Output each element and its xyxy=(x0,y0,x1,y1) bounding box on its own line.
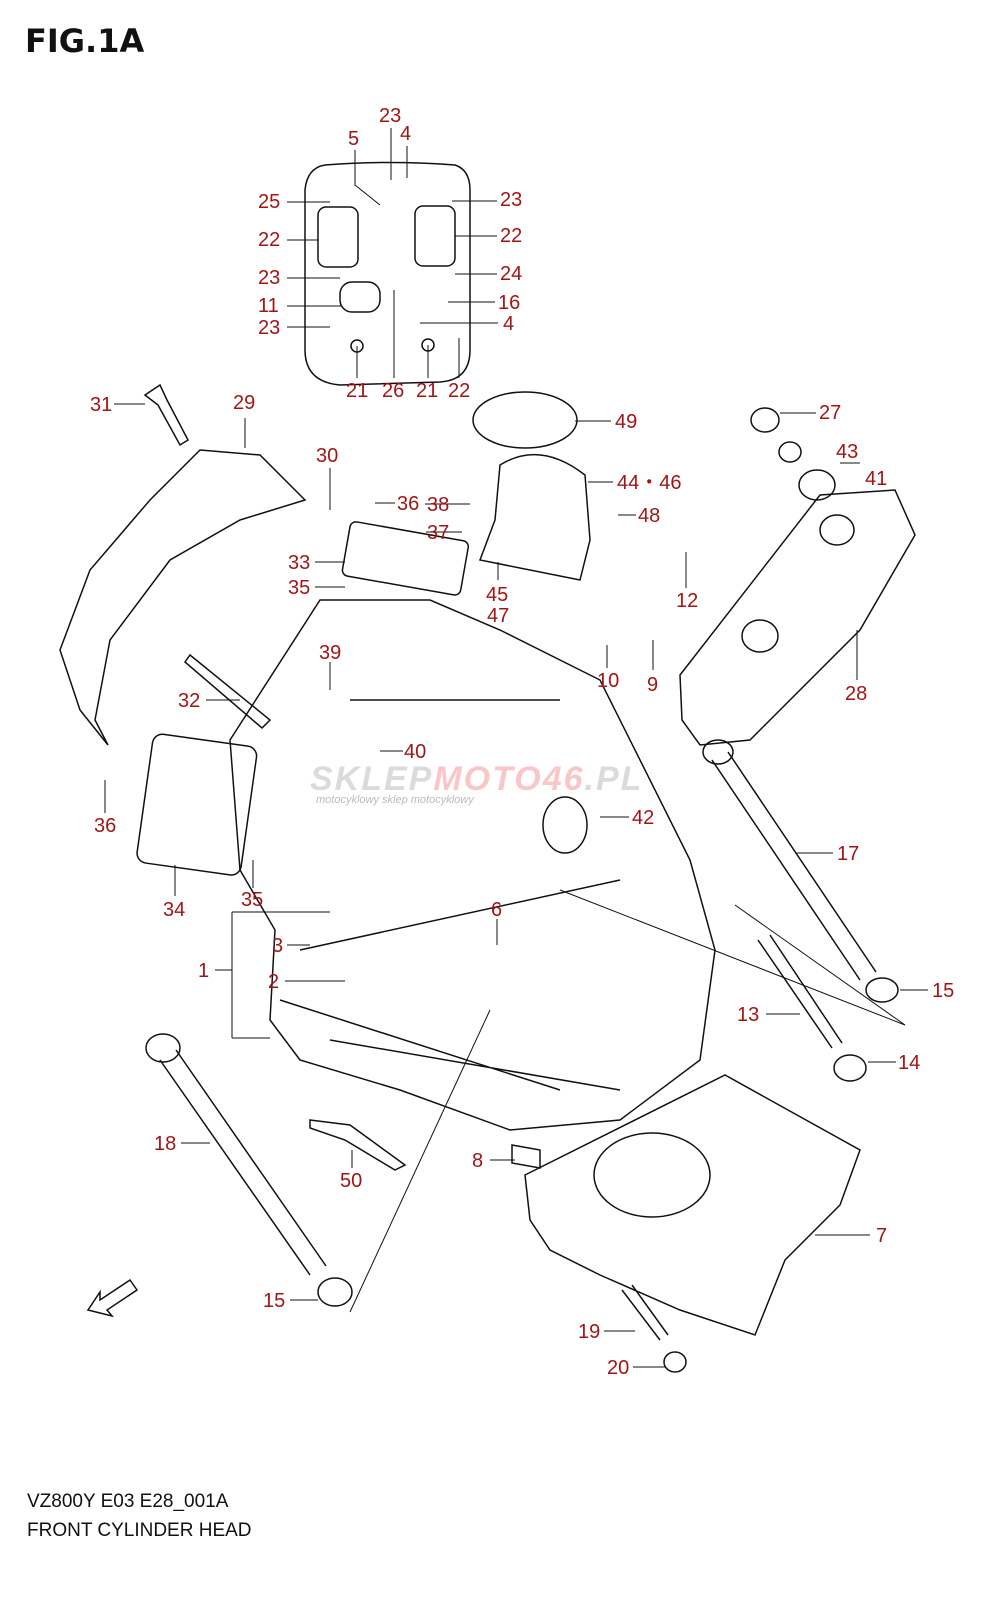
callout-7: 7 xyxy=(876,1225,888,1247)
callout-36: 36 xyxy=(397,493,420,515)
callout-5: 5 xyxy=(348,128,360,150)
stud-bolt-17 xyxy=(711,751,877,981)
callout-40: 40 xyxy=(404,741,427,763)
callout-25: 25 xyxy=(258,191,281,213)
callout-35: 35 xyxy=(288,577,311,599)
callout-47: 47 xyxy=(487,605,510,627)
gasket-oval xyxy=(339,281,381,313)
callout-38: 38 xyxy=(427,494,450,516)
cylinder-gasket xyxy=(524,1074,861,1336)
callout-13: 13 xyxy=(737,1004,760,1026)
watermark-tagline: motocyklowy sklep motocyklowy xyxy=(316,794,474,806)
callout-16: 16 xyxy=(498,292,521,314)
stud-19 xyxy=(621,1284,669,1341)
callout-37: 37 xyxy=(427,522,450,544)
callout-42: 42 xyxy=(632,807,655,829)
valve-cover-34 xyxy=(136,733,258,876)
callout-6: 6 xyxy=(491,899,503,921)
callout-22: 22 xyxy=(448,380,471,402)
callout-33: 33 xyxy=(288,552,311,574)
callout-15: 15 xyxy=(263,1290,286,1312)
head-cover-gasket-plate xyxy=(304,161,471,386)
callout-29: 29 xyxy=(233,392,256,414)
section-name: FRONT CYLINDER HEAD xyxy=(27,1520,252,1541)
callout-21: 21 xyxy=(346,380,369,402)
guide-50 xyxy=(309,1119,407,1171)
callout-11: 11 xyxy=(258,295,279,317)
callout-45: 45 xyxy=(486,584,509,606)
callout-3: 3 xyxy=(272,935,284,957)
callout-22: 22 xyxy=(500,225,523,247)
gasket-window-left xyxy=(317,206,359,268)
model-code: VZ800Y E03 E28_001A xyxy=(27,1491,229,1512)
callout-43: 43 xyxy=(836,441,859,463)
callout-28: 28 xyxy=(845,683,868,705)
watermark: SKLEPMOTO46.PL xyxy=(310,760,644,798)
callout-48: 48 xyxy=(638,505,661,527)
callout-12: 12 xyxy=(676,590,699,612)
callout-44-46: 44・46 xyxy=(617,472,682,494)
callout-23: 23 xyxy=(379,105,402,127)
callout-39: 39 xyxy=(319,642,342,664)
callout-22: 22 xyxy=(258,229,281,251)
callout-35: 35 xyxy=(241,889,264,911)
callout-4: 4 xyxy=(400,123,412,145)
spark-plug xyxy=(183,653,272,730)
gasket-33 xyxy=(341,521,470,596)
callout-10: 10 xyxy=(597,670,620,692)
callout-8: 8 xyxy=(472,1150,484,1172)
callout-50: 50 xyxy=(340,1170,363,1192)
figure-title: FIG.1A xyxy=(25,22,145,60)
leader-lines xyxy=(104,128,928,1368)
callout-4: 4 xyxy=(503,313,515,335)
callout-36: 36 xyxy=(94,815,117,837)
callout-24: 24 xyxy=(500,263,523,285)
callout-15: 15 xyxy=(932,980,955,1002)
cylinder-head xyxy=(229,599,716,1131)
bolt-31 xyxy=(143,383,189,447)
side-cover xyxy=(59,449,307,746)
callout-9: 9 xyxy=(647,674,659,696)
gasket-window-right xyxy=(414,205,456,267)
cap-42 xyxy=(542,796,588,854)
callout-23: 23 xyxy=(500,189,523,211)
callout-1: 1 xyxy=(198,960,210,982)
callout-41: 41 xyxy=(865,468,888,490)
callout-18: 18 xyxy=(154,1133,177,1155)
callout-49: 49 xyxy=(615,411,638,433)
dowel-8 xyxy=(511,1144,541,1169)
callout-19: 19 xyxy=(578,1321,601,1343)
callout-31: 31 xyxy=(90,394,113,416)
callout-30: 30 xyxy=(316,445,339,467)
callout-21: 21 xyxy=(416,380,439,402)
callout-32: 32 xyxy=(178,690,201,712)
intake-pipe xyxy=(478,453,591,581)
stud-13 xyxy=(757,934,843,1049)
callout-2: 2 xyxy=(268,971,280,993)
fwd-arrow-icon xyxy=(86,1278,139,1318)
stud-bolt-18 xyxy=(159,1049,327,1276)
callout-23: 23 xyxy=(258,267,281,289)
cylinder-head-cover xyxy=(679,489,916,746)
callout-20: 20 xyxy=(607,1357,630,1379)
callout-27: 27 xyxy=(819,402,842,424)
callout-23: 23 xyxy=(258,317,281,339)
callout-14: 14 xyxy=(898,1052,921,1074)
clamp-49 xyxy=(472,391,578,449)
callout-34: 34 xyxy=(163,899,186,921)
callout-17: 17 xyxy=(837,843,860,865)
callout-26: 26 xyxy=(382,380,405,402)
